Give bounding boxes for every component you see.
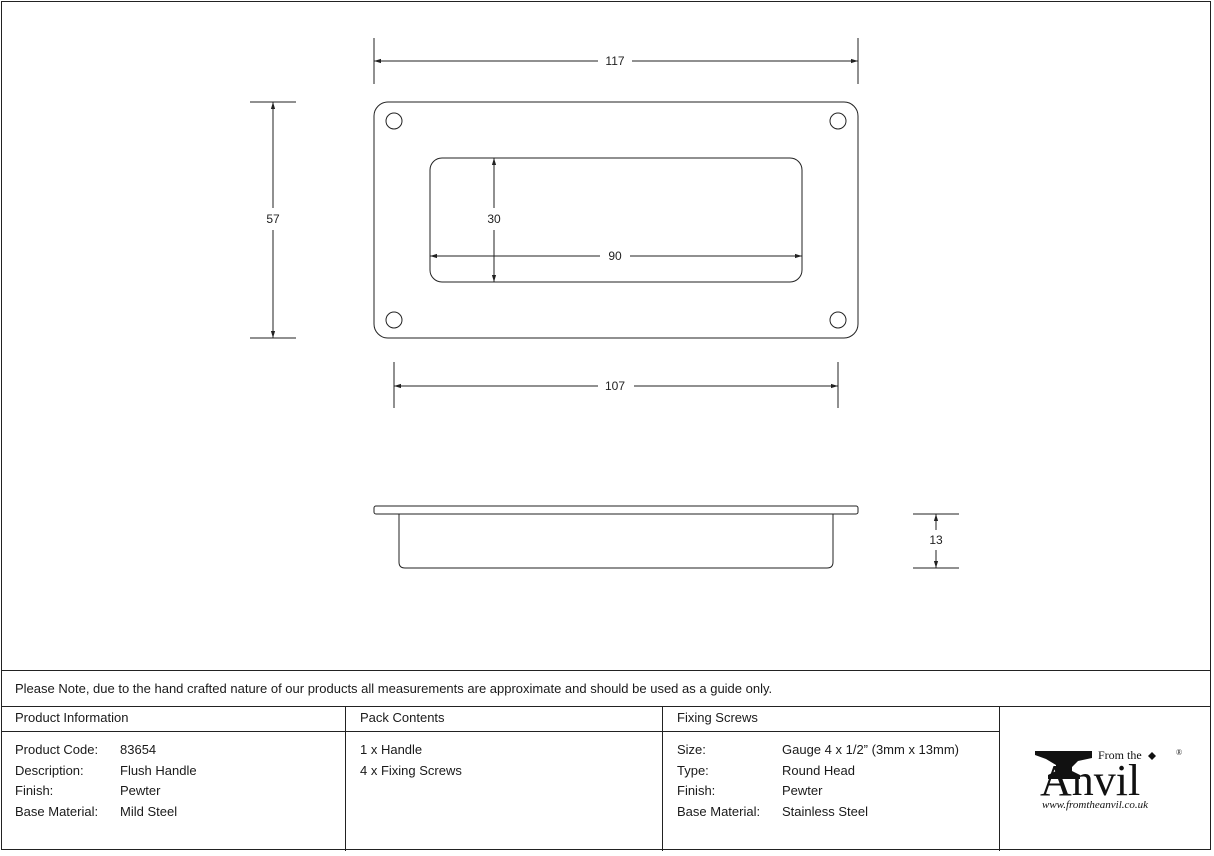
screw-key: Size: [677, 742, 706, 757]
screw-value: Gauge 4 x 1/2” (3mm x 13mm) [782, 742, 959, 757]
logo-brand-name: Anvil [1040, 756, 1140, 805]
side-view-body [398, 514, 834, 569]
pack-contents-heading: Pack Contents [346, 707, 662, 732]
pack-contents-panel: Pack Contents 1 x Handle 4 x Fixing Scre… [346, 707, 663, 851]
diamond-icon [1148, 752, 1156, 760]
screw-row-type: Type: Round Head [663, 761, 999, 782]
dimension-label-117: 117 [605, 54, 624, 68]
screw-key: Type: [677, 762, 709, 778]
screw-key: Base Material: [677, 803, 761, 819]
info-row-product-code: Product Code: 83654 [1, 740, 345, 761]
info-key: Description: [15, 762, 84, 778]
pack-item: 1 x Handle [360, 742, 423, 757]
dimension-label-90: 90 [608, 249, 622, 263]
logo-from-the: From the [1098, 748, 1142, 762]
fixing-screws-panel: Fixing Screws Size: Gauge 4 x 1/2” (3mm x… [663, 707, 1000, 851]
measurement-note: Please Note, due to the hand crafted nat… [1, 670, 1211, 707]
anvil-icon [1035, 751, 1092, 779]
info-key: Product Code: [15, 742, 99, 757]
fixing-hole-top-right [829, 112, 847, 130]
product-information-heading: Product Information [1, 707, 345, 732]
screw-row-base-material: Base Material: Stainless Steel [663, 802, 999, 823]
info-value: Flush Handle [120, 762, 197, 778]
fixing-screws-heading: Fixing Screws [663, 707, 999, 732]
from-the-anvil-logo: From the ® Anvil www.fromtheanvil.co.uk [1000, 707, 1211, 851]
product-information-panel: Product Information Product Code: 83654 D… [1, 707, 346, 851]
info-key: Base Material: [15, 803, 99, 819]
dimension-label-57: 57 [266, 212, 280, 226]
screw-row-finish: Finish: Pewter [663, 781, 999, 802]
fixing-hole-bottom-left [385, 311, 403, 329]
pack-item: 4 x Fixing Screws [360, 762, 462, 778]
screw-value: Stainless Steel [782, 803, 868, 819]
recess-outline [429, 157, 803, 283]
side-view-flange [373, 505, 859, 515]
info-row-finish: Finish: Pewter [1, 781, 345, 802]
screw-row-size: Size: Gauge 4 x 1/2” (3mm x 13mm) [663, 740, 999, 761]
fixing-hole-bottom-right [829, 311, 847, 329]
dimension-label-13: 13 [929, 533, 943, 547]
info-value: 83654 [120, 742, 157, 757]
info-value: Mild Steel [120, 803, 178, 819]
fixing-hole-top-left [385, 112, 403, 130]
dimension-label-30: 30 [487, 212, 501, 226]
info-value: Pewter [120, 783, 161, 798]
logo-website: www.fromtheanvil.co.uk [1042, 799, 1149, 811]
dimension-label-107: 107 [605, 379, 625, 393]
screw-value: Round Head [782, 762, 855, 778]
screw-value: Pewter [782, 783, 823, 798]
info-row-base-material: Base Material: Mild Steel [1, 802, 345, 823]
logo-registered-mark: ® [1176, 748, 1182, 757]
plate-outline [373, 101, 859, 339]
screw-key: Finish: [677, 783, 716, 798]
info-key: Finish: [15, 783, 54, 798]
info-row-description: Description: Flush Handle [1, 761, 345, 782]
technical-drawing: 117 57 30 90 107 13 [250, 38, 959, 569]
